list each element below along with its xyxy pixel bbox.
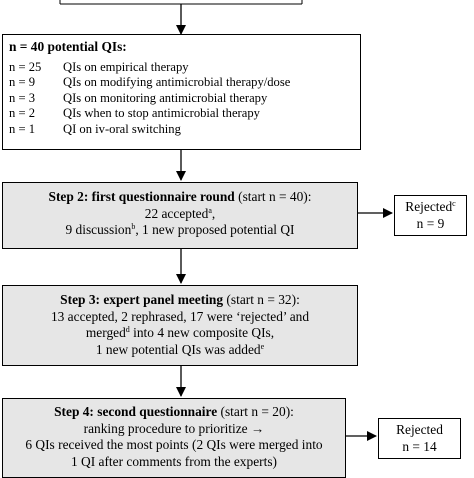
step2-discussion-text: 9 discussion (65, 222, 132, 238)
step2-heading: Step 2: first questionnaire round (start… (3, 189, 357, 206)
qi-row-text: QIs on empirical therapy (63, 60, 189, 74)
step3-accepted-line: 13 accepted, 2 rephrased, 17 were ‘rejec… (50, 308, 310, 324)
step3-heading: Step 3: expert panel meeting (start n = … (3, 292, 357, 309)
rejected-2-count: n = 14 (402, 438, 437, 454)
qi-row-text: QI on iv-oral switching (63, 121, 181, 136)
rejected-1-count: n = 9 (416, 215, 445, 231)
step2-accepted-line: 22 accepteda, (3, 206, 357, 223)
footnote-b: b (131, 222, 136, 232)
qi-row-count: n = 3 (9, 90, 35, 105)
step3-merged-line: mergedd into 4 new composite QIs, (3, 325, 357, 342)
footnote-a: a (208, 205, 212, 215)
step2-title: Step 2: first questionnaire round (48, 189, 235, 204)
potential-qis-box: n = 40 potential QIs: n = 25 QIs on empi… (2, 34, 361, 150)
step3-added-text: 1 new potential QIs was added (95, 341, 261, 357)
step2-comma: , (211, 205, 216, 221)
qi-row: n = 3 QIs on monitoring antimicrobial th… (9, 91, 354, 106)
step2-new-qi-text: , 1 new proposed potential QI (135, 222, 295, 238)
step4-points-line: 6 QIs received the most points (2 QIs we… (25, 437, 323, 453)
step3-merged-text: merged (85, 325, 126, 341)
step3-composite-text: into 4 new composite QIs, (129, 325, 275, 341)
qi-row: n = 25 QIs on empirical therapy (9, 60, 354, 75)
qi-row: n = 1 QI on iv-oral switching (9, 122, 354, 137)
potential-qis-title: n = 40 potential QIs: (9, 39, 127, 54)
rejected-1-label-line: Rejectedc (395, 199, 466, 216)
footnote-c: c (452, 199, 456, 208)
qi-row-count: n = 1 (9, 121, 35, 136)
step4-start: (start n = 20): (217, 404, 294, 419)
step4-ranking-line: ranking procedure to prioritize → (83, 420, 265, 436)
step2-accepted-text: 22 accepted (144, 205, 209, 221)
qi-row-text: QIs on modifying antimicrobial therapy/d… (63, 75, 291, 90)
qi-row-text: QIs when to stop antimicrobial therapy (63, 106, 260, 121)
footnote-e: e (260, 341, 265, 351)
step4-merged-line: 1 QI after comments from the experts) (71, 453, 277, 469)
qi-row-count: n = 2 (9, 106, 35, 121)
qi-row-count: n = 25 (9, 60, 42, 74)
footnote-d: d (125, 325, 130, 335)
rejected-2-label: Rejected (396, 422, 443, 437)
rejected-1-label: Rejected (405, 199, 453, 214)
step2-box: Step 2: first questionnaire round (start… (2, 182, 358, 249)
step4-heading: Step 4: second questionnaire (start n = … (3, 404, 345, 421)
rejected-box-1: Rejectedc n = 9 (394, 195, 467, 236)
step3-box: Step 3: expert panel meeting (start n = … (2, 285, 358, 366)
step3-title: Step 3: expert panel meeting (60, 292, 224, 307)
qi-row-count: n = 9 (9, 75, 35, 90)
step3-added-line: 1 new potential QIs was addede (3, 342, 357, 359)
step2-discussion-line: 9 discussionb, 1 new proposed potential … (3, 222, 357, 239)
qi-row: n = 2 QIs when to stop antimicrobial the… (9, 106, 354, 121)
qi-row-text: QIs on monitoring antimicrobial therapy (63, 90, 268, 105)
step4-title: Step 4: second questionnaire (54, 404, 218, 419)
qi-row: n = 9 QIs on modifying antimicrobial the… (9, 75, 354, 90)
rejected-box-2: Rejected n = 14 (378, 418, 461, 459)
step3-start: (start n = 32): (223, 292, 300, 307)
step2-start: (start n = 40): (234, 189, 312, 204)
step4-box: Step 4: second questionnaire (start n = … (2, 398, 346, 478)
